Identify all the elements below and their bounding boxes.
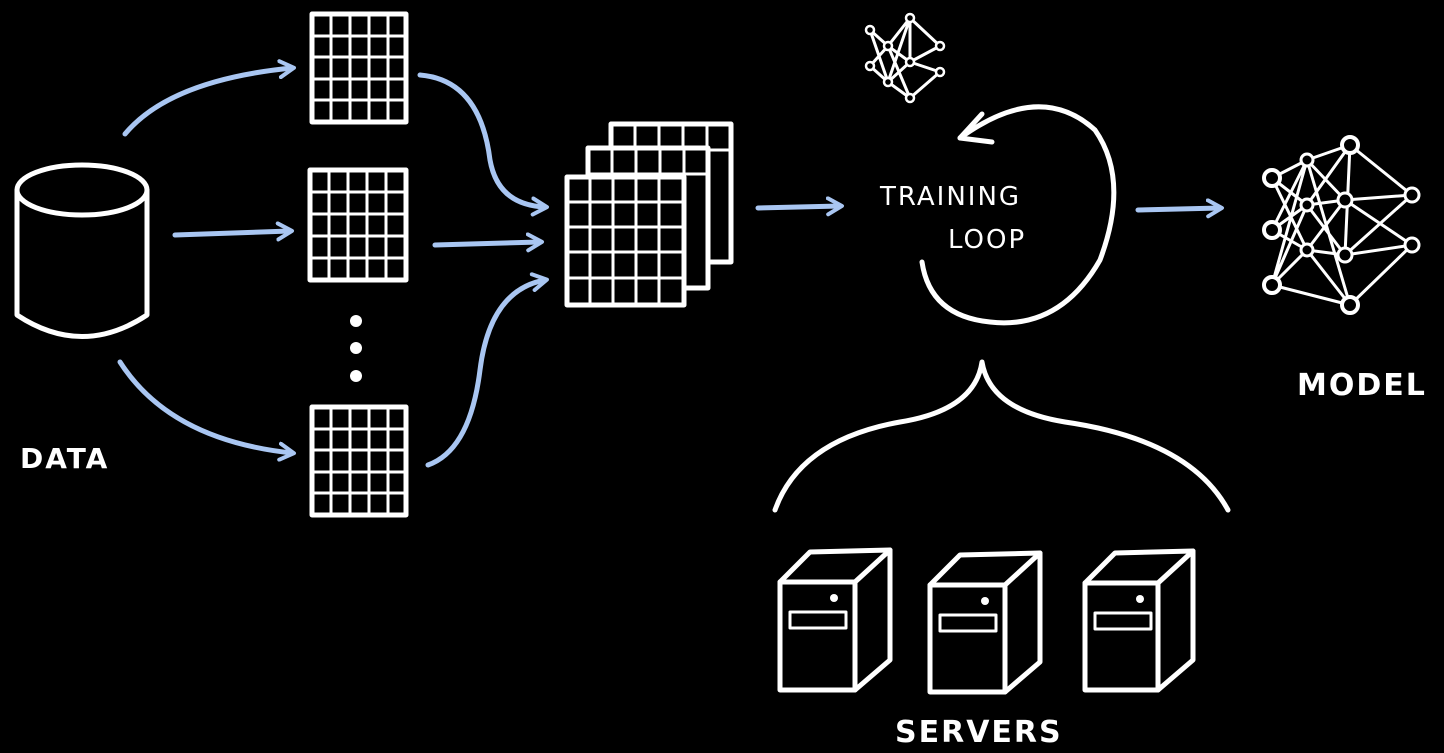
grid-icon <box>309 404 409 518</box>
grid-stack-icon <box>564 121 734 308</box>
neural-network-icon <box>1262 135 1421 315</box>
servers-label: SERVERS <box>895 715 1063 750</box>
data-label: DATA <box>20 442 109 475</box>
servers-brace <box>772 359 1231 513</box>
database-icon <box>14 162 150 339</box>
ellipsis-dots <box>350 315 362 382</box>
neural-network-icon <box>864 12 946 104</box>
training-loop-label-line1: TRAINING <box>879 182 1021 212</box>
model-label: MODEL <box>1297 368 1427 403</box>
flow-arrows <box>117 59 1224 468</box>
server-tower-icon <box>777 547 893 693</box>
server-tower-icon <box>1082 548 1196 693</box>
loop-arrow <box>919 104 1117 326</box>
server-tower-icon <box>927 550 1043 695</box>
grid-icon <box>307 167 409 283</box>
training-loop-label-line2: LOOP <box>948 225 1026 255</box>
grid-icon <box>309 11 409 125</box>
